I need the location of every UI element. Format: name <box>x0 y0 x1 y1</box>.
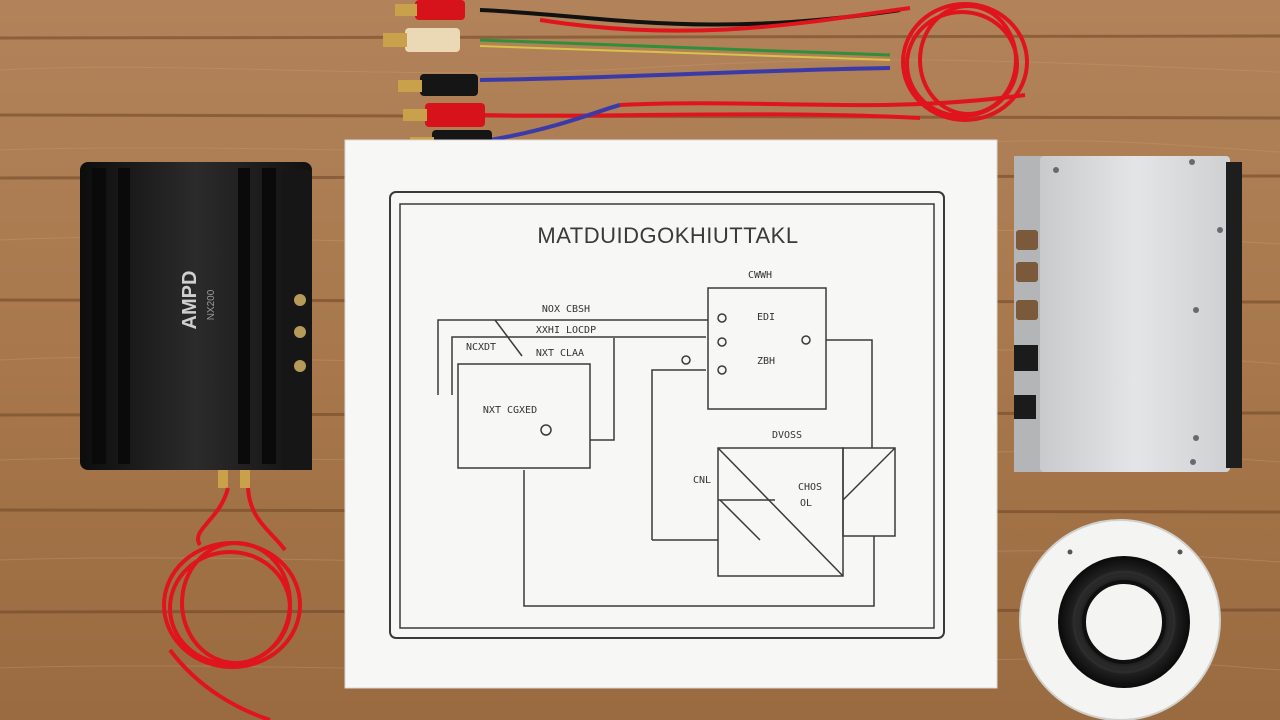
rca-plug-black-1 <box>398 74 478 96</box>
rca-cables <box>383 0 1029 154</box>
label-right-box-1: EDI <box>757 312 775 323</box>
label-left-a: NOX CBSH <box>542 304 590 315</box>
red-wire-coil <box>162 487 302 720</box>
wire-spool <box>1019 519 1221 720</box>
label-bottom-mid2: OL <box>800 498 812 509</box>
rca-plug-cream <box>383 28 460 52</box>
label-bottom-top: DVOSS <box>772 430 802 441</box>
label-left-d: NXT CLAA <box>536 348 584 359</box>
rca-plug-red-2 <box>403 103 485 127</box>
rca-plug-red-1 <box>395 0 465 20</box>
label-left-box: NXT CGXED <box>483 405 537 416</box>
amp-brand-label: AMPD <box>179 271 201 330</box>
car-amplifier: AMPD NX200 <box>80 162 312 488</box>
label-left-b: XXHI LOCDP <box>536 325 596 336</box>
amp-model-label: NX200 <box>206 289 217 320</box>
label-right-box-2: ZBH <box>757 356 775 367</box>
schematic-title: MATDUIDGOKHIUTTAKL <box>537 223 798 248</box>
label-left-c: NCXDT <box>466 342 496 353</box>
label-bottom-mid: CHOS <box>798 482 822 493</box>
schematic-sheet: MATDUIDGOKHIUTTAKL <box>344 139 998 689</box>
label-top-right: CWWH <box>748 270 772 281</box>
silver-component-box <box>1014 156 1242 472</box>
label-bottom-left: CNL <box>693 475 711 486</box>
